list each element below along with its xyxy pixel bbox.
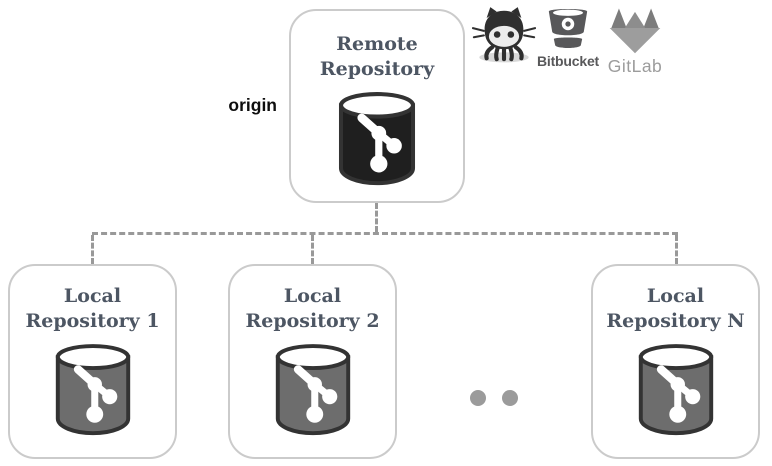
- ellipsis-dot: [502, 390, 518, 406]
- git-repository-database-icon: [632, 341, 720, 440]
- connector-drop-local2: [311, 235, 314, 264]
- connector-horizontal-bus: [92, 232, 678, 235]
- gitlab-logo: GitLab: [602, 6, 668, 77]
- local-repository-n-box: Local Repository N: [591, 264, 760, 459]
- origin-branch-label: origin: [228, 95, 277, 115]
- bitbucket-label: Bitbucket: [537, 53, 599, 69]
- connector-drop-localN: [675, 235, 678, 264]
- local-repository-2-box: Local Repository 2: [228, 264, 397, 459]
- gitlab-tanuki-icon: [609, 8, 661, 54]
- bitbucket-logo: Bitbucket: [536, 7, 600, 69]
- local-repository-1-box: Local Repository 1: [8, 264, 177, 459]
- github-octocat-icon: [472, 7, 536, 63]
- remote-repository-title: Remote Repository: [319, 33, 435, 81]
- ellipsis-dot: [470, 390, 486, 406]
- local-repository-n-title: Local Repository N: [606, 285, 745, 333]
- git-repository-database-icon: [332, 89, 422, 190]
- gitlab-label: GitLab: [607, 56, 663, 76]
- connector-remote-riser: [375, 203, 378, 232]
- bitbucket-bucket-icon: [548, 9, 588, 48]
- local-repository-2-title: Local Repository 2: [245, 285, 380, 333]
- remote-repository-box: Remote Repository: [289, 9, 465, 203]
- github-logo: [471, 6, 537, 63]
- local-repository-1-title: Local Repository 1: [25, 285, 160, 333]
- connector-drop-local1: [91, 235, 94, 264]
- git-repository-database-icon: [269, 341, 357, 440]
- git-repository-database-icon: [49, 341, 137, 440]
